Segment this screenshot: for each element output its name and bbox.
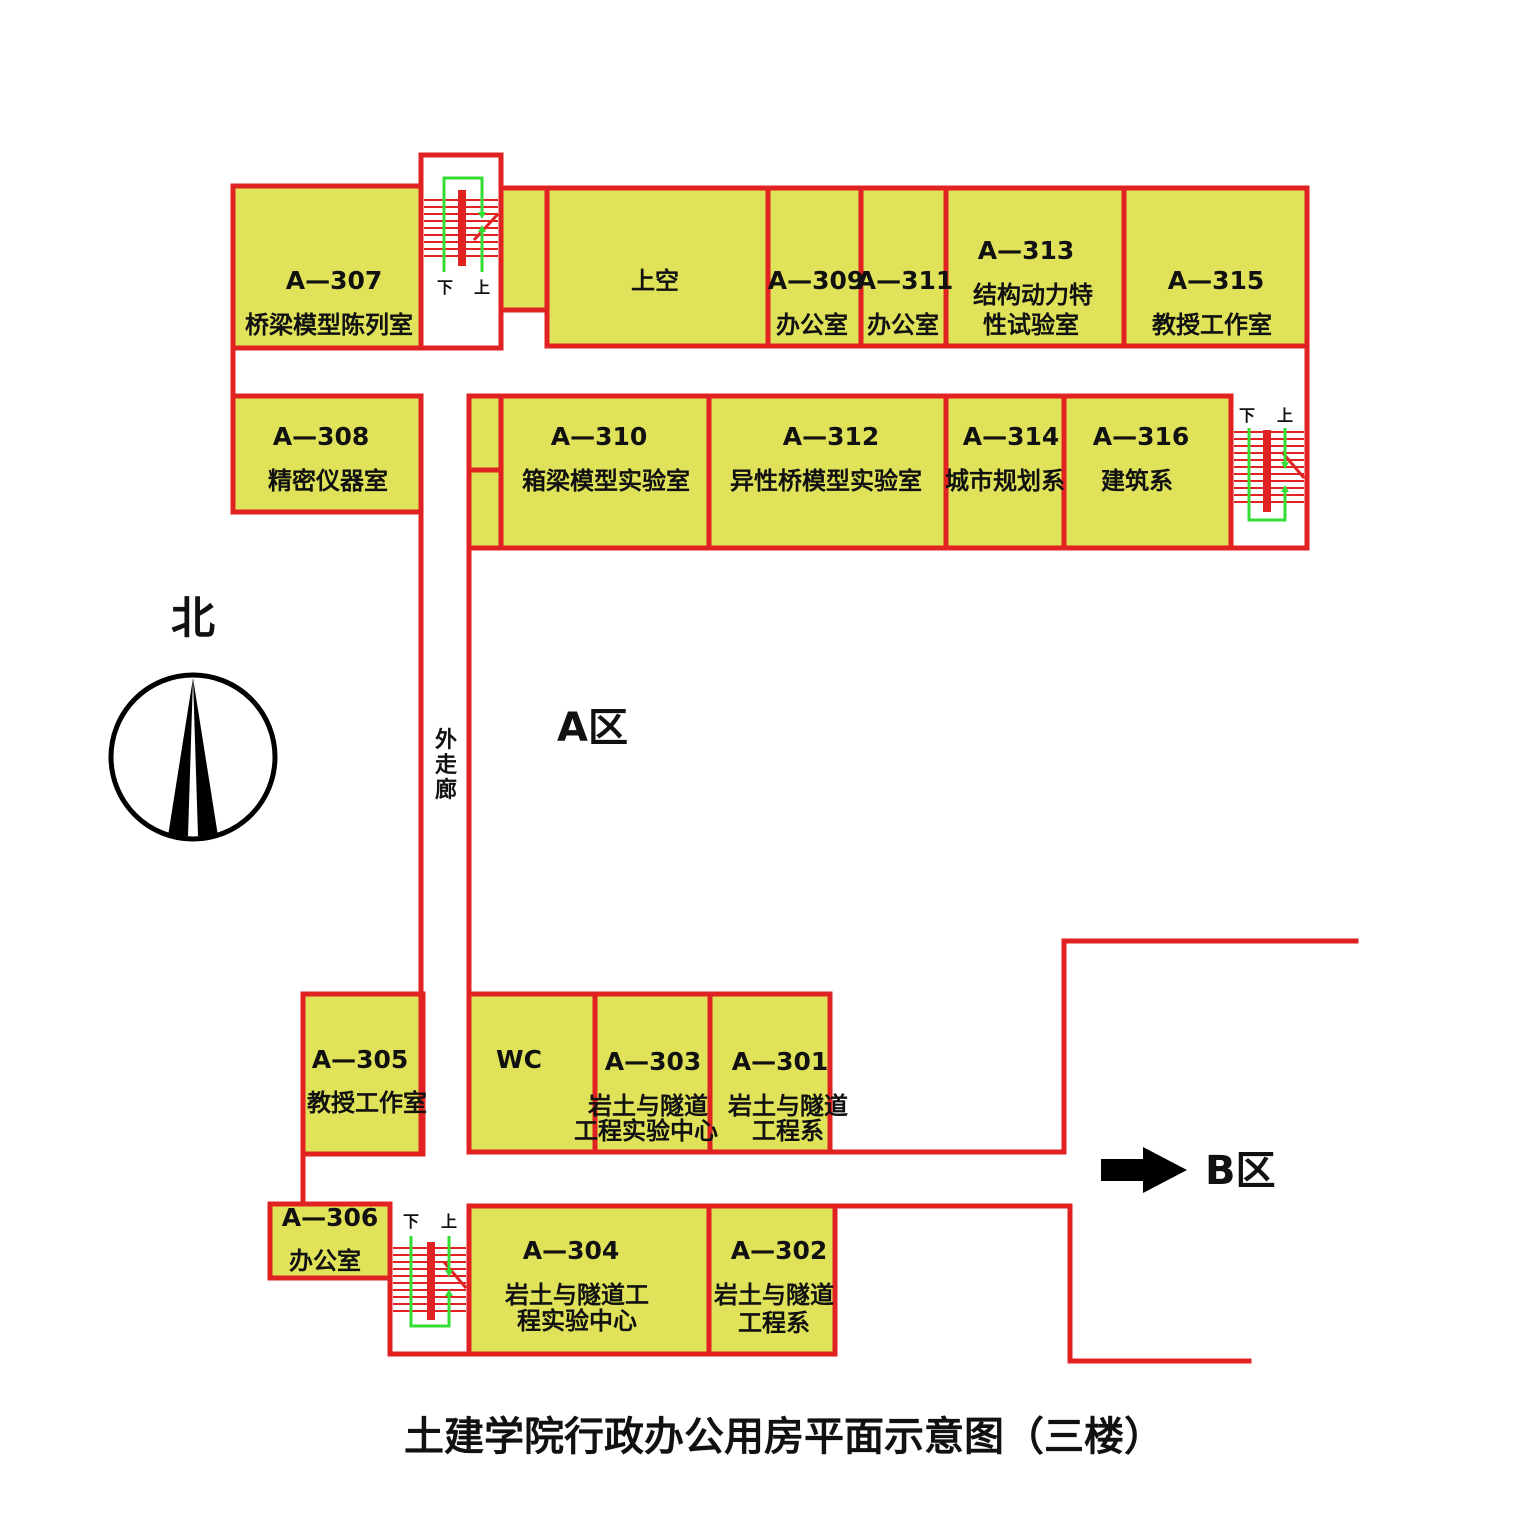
- staircase-right: 下 上: [1234, 406, 1306, 522]
- corridor-char-1: 外: [435, 727, 457, 753]
- page-title: 土建学院行政办公用房平面示意图（三楼）: [404, 1414, 1164, 1460]
- stair-down-label: 下: [1239, 406, 1255, 425]
- stair-up-label: 上: [1277, 406, 1293, 425]
- room-313-name-line1: 结构动力特: [973, 281, 1093, 309]
- corridor-label: 外 走 廊: [435, 727, 457, 803]
- room-304-code: A—304: [523, 1236, 620, 1265]
- room-306-name: 办公室: [289, 1247, 361, 1275]
- room-316-code: A—316: [1093, 422, 1190, 451]
- stair-up-label: 上: [474, 278, 490, 297]
- room-310-code: A—310: [551, 422, 648, 451]
- room-311-code: A—311: [857, 266, 954, 295]
- corridor-char-3: 廊: [435, 777, 457, 803]
- compass-icon: [108, 672, 278, 842]
- room-316-name: 建筑系: [1101, 467, 1173, 495]
- zone-b-label: B区: [1205, 1148, 1276, 1194]
- room-309-name: 办公室: [776, 311, 848, 339]
- room-304[interactable]: [466, 1203, 712, 1357]
- room-313-name-line2: 性试验室: [983, 311, 1079, 339]
- room-314-code: A—314: [963, 422, 1060, 451]
- room-306-code: A—306: [282, 1203, 379, 1232]
- room-315-name: 教授工作室: [1152, 311, 1272, 339]
- room-308-name: 精密仪器室: [268, 467, 388, 495]
- staircase-top: 下 上: [424, 176, 500, 297]
- room-311-name: 办公室: [867, 311, 939, 339]
- stair-up-label: 上: [441, 1212, 457, 1231]
- arrow-right-icon: [1101, 1147, 1187, 1193]
- walls: [230, 152, 1359, 1364]
- corridor-char-2: 走: [435, 753, 457, 778]
- stair-well-top: [418, 152, 504, 351]
- room-314[interactable]: [943, 393, 1067, 551]
- room-312[interactable]: [706, 393, 949, 551]
- north-label: 北: [171, 593, 215, 644]
- room-313-code: A—313: [978, 236, 1075, 265]
- room-314-name: 城市规划系: [945, 467, 1065, 495]
- room-305[interactable]: [300, 991, 426, 1157]
- room-filler-top: [498, 185, 550, 313]
- stair-down-label: 下: [437, 278, 453, 297]
- room-301-name-line2: 工程系: [752, 1117, 824, 1145]
- staircase-bottom: 下 上: [393, 1212, 468, 1328]
- room-312-name: 异性桥模型实验室: [730, 467, 922, 495]
- room-302-name-line1: 岩土与隧道: [713, 1281, 834, 1309]
- room-307-code: A—307: [286, 266, 383, 295]
- room-306[interactable]: [267, 1201, 393, 1281]
- room-310-name: 箱梁模型实验室: [522, 467, 690, 495]
- room-301[interactable]: [707, 991, 833, 1155]
- room-308-code: A—308: [273, 422, 370, 451]
- room-304-name-line1: 岩土与隧道工: [504, 1281, 649, 1309]
- room-wc-name: WC: [496, 1045, 542, 1074]
- room-303[interactable]: [592, 991, 713, 1155]
- room-315-code: A—315: [1168, 266, 1265, 295]
- room-305-name: 教授工作室: [307, 1089, 427, 1117]
- room-301-code: A—301: [732, 1047, 829, 1076]
- room-304-name-line2: 程实验中心: [517, 1307, 637, 1335]
- room-303-code: A—303: [605, 1047, 702, 1076]
- room-303-name-line2: 工程实验中心: [574, 1117, 718, 1145]
- room-312-code: A—312: [783, 422, 880, 451]
- room-301-name-line1: 岩土与隧道: [727, 1092, 848, 1120]
- room-309-code: A—309: [768, 266, 865, 295]
- room-313[interactable]: [943, 185, 1127, 349]
- room-filler-mid-a: [466, 393, 504, 473]
- compass: 北: [108, 593, 278, 842]
- room-315[interactable]: [1121, 185, 1310, 349]
- zone-a-label: A区: [557, 705, 628, 751]
- stair-down-label: 下: [403, 1212, 419, 1231]
- room-302[interactable]: [706, 1203, 838, 1357]
- room-305-code: A—305: [312, 1045, 409, 1074]
- room-filler-mid-b: [466, 467, 504, 551]
- room-302-code: A—302: [731, 1236, 828, 1265]
- room-void-name: 上空: [631, 267, 679, 295]
- room-labels: A—307 桥梁模型陈列室 上空 A—309 办公室 A—311 办公室 A—3…: [245, 236, 1272, 1337]
- room-302-name-line2: 工程系: [738, 1309, 810, 1337]
- room-303-name-line1: 岩土与隧道: [587, 1092, 708, 1120]
- room-307-name: 桥梁模型陈列室: [245, 311, 413, 339]
